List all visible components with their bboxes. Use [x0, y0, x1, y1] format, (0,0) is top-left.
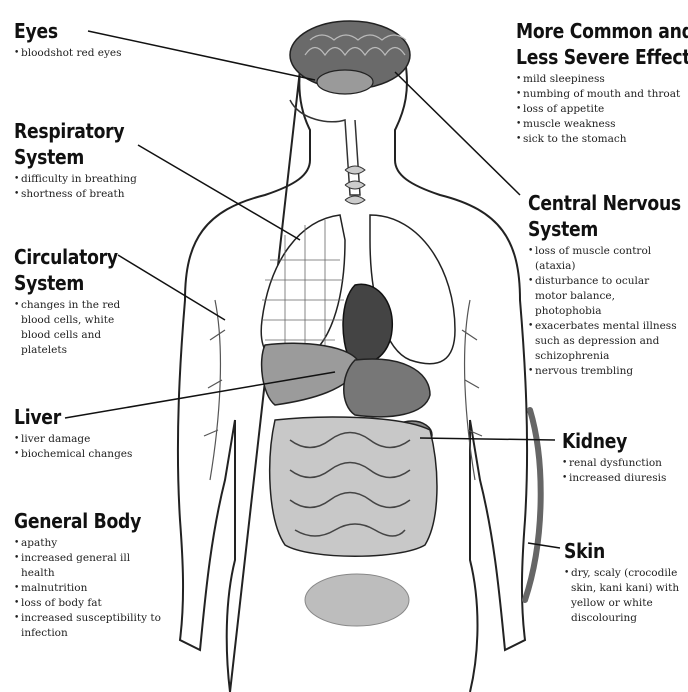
common-item: loss of appetite — [516, 102, 688, 117]
general-list: apathy increased general ill health maln… — [14, 536, 164, 641]
liver-list: liver damage biochemical changes — [14, 432, 132, 462]
kidney-item: renal dysfunction — [562, 456, 666, 471]
group-general-body: General Body apathy increased general il… — [14, 508, 164, 641]
intestines-shape — [270, 417, 437, 556]
leader-eyes — [88, 31, 315, 80]
leader-cns — [395, 72, 520, 195]
leader-circulatory — [118, 255, 225, 320]
cns-title-line-2: System — [528, 216, 657, 242]
eyes-item: bloodshot red eyes — [14, 46, 122, 61]
general-item: loss of body fat — [14, 596, 164, 611]
kidney-title: Kidney — [562, 428, 652, 454]
circulatory-item: changes in the red blood cells, white bl… — [14, 298, 134, 358]
respiratory-title-line-1: Respiratory — [14, 118, 124, 144]
common-item: muscle weakness — [516, 117, 688, 132]
skin-item: dry, scaly (crocodile skin, kani kani) w… — [564, 566, 682, 626]
group-eyes: Eyes bloodshot red eyes — [14, 18, 122, 61]
general-item: malnutrition — [14, 581, 164, 596]
cns-item: exacerbates mental illness such as depre… — [528, 319, 678, 364]
group-skin: Skin dry, scaly (crocodile skin, kani ka… — [564, 538, 682, 626]
general-item: apathy — [14, 536, 164, 551]
general-title: General Body — [14, 508, 143, 534]
skin-list: dry, scaly (crocodile skin, kani kani) w… — [564, 566, 682, 626]
cns-item: disturbance to ocular motor balance, pho… — [528, 274, 678, 319]
cns-list: loss of muscle control (ataxia) disturba… — [528, 244, 678, 379]
respiratory-list: difficulty in breathing shortness of bre… — [14, 172, 142, 202]
common-item: numbing of mouth and throat — [516, 87, 688, 102]
general-item: increased susceptibility to infection — [14, 611, 164, 641]
common-item: mild sleepiness — [516, 72, 688, 87]
eyes-title: Eyes — [14, 18, 106, 44]
circulatory-title-line-2: System — [14, 270, 117, 296]
group-circulatory: Circulatory System changes in the red bl… — [14, 244, 134, 358]
kidney-item: increased diuresis — [562, 471, 666, 486]
group-respiratory: Respiratory System difficulty in breathi… — [14, 118, 142, 202]
liver-title: Liver — [14, 404, 116, 430]
cns-item: loss of muscle control (ataxia) — [528, 244, 678, 274]
liver-item: liver damage — [14, 432, 132, 447]
group-cns: Central Nervous System loss of muscle co… — [528, 190, 678, 379]
cns-title-line-1: Central Nervous — [528, 190, 657, 216]
skin-title: Skin — [564, 538, 665, 564]
stomach-shape — [344, 359, 430, 417]
respiratory-title-line-2: System — [14, 144, 124, 170]
group-liver: Liver liver damage biochemical changes — [14, 404, 132, 462]
general-item: increased general ill health — [14, 551, 164, 581]
cns-item: nervous trembling — [528, 364, 678, 379]
group-common-effects: More Common and Less Severe Effects mild… — [516, 18, 688, 147]
eyes-list: bloodshot red eyes — [14, 46, 122, 61]
respiratory-item: shortness of breath — [14, 187, 142, 202]
respiratory-item: difficulty in breathing — [14, 172, 142, 187]
circulatory-title-line-1: Circulatory — [14, 244, 117, 270]
leader-respiratory — [138, 145, 300, 240]
liver-item: biochemical changes — [14, 447, 132, 462]
leader-skin — [528, 543, 560, 548]
common-title-line-1: More Common and — [516, 18, 688, 44]
circulatory-list: changes in the red blood cells, white bl… — [14, 298, 134, 358]
common-list: mild sleepiness numbing of mouth and thr… — [516, 72, 688, 147]
common-title-line-2: Less Severe Effects — [516, 44, 688, 70]
lung-left — [261, 215, 345, 363]
common-item: sick to the stomach — [516, 132, 688, 147]
kidney-list: renal dysfunction increased diuresis — [562, 456, 666, 486]
group-kidney: Kidney renal dysfunction increased diure… — [562, 428, 666, 486]
